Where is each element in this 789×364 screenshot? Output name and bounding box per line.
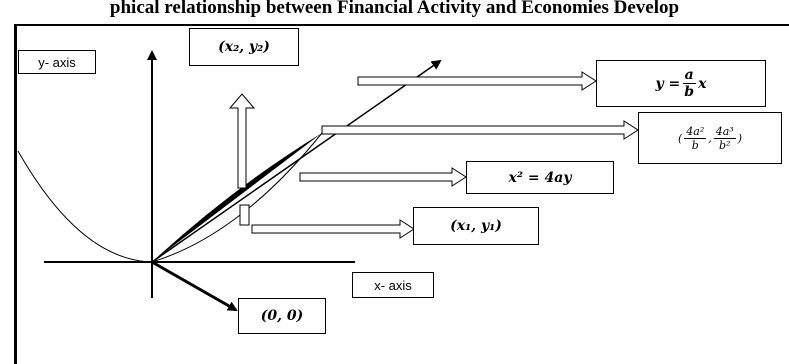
line-fraction: a b [682,68,696,99]
origin-label: (0, 0) [238,298,326,334]
y-axis-label: y- axis [18,50,96,74]
parabola-equation-label: x² = 4ay [466,161,614,194]
intersection-y-den: b² [719,138,731,152]
x-axis-text: x- axis [374,277,412,293]
origin-arrow [151,260,238,312]
intersection-close: ) [737,131,743,145]
line-fraction-den: b [684,84,695,100]
hollow-arrow-intersection [321,120,639,140]
point2-text: (x₂, y₂) [218,39,270,55]
intersection-x-num: 4a² [684,124,707,139]
intersection-open: ( [677,131,683,145]
hollow-arrow-line-eq [357,71,597,91]
diagram-canvas [17,50,639,312]
hollow-arrow-point1 [251,219,415,239]
point1-label: (x₁, y₁) [413,207,539,245]
shaded-region [152,133,322,262]
intersection-label: ( 4a² b , 4a³ b² ) [638,112,782,164]
figure-title: phical relationship between Financial Ac… [109,0,680,18]
y-axis-text: y- axis [38,54,76,70]
point2-label: (x₂, y₂) [189,28,299,66]
intersection-y-num: 4a³ [713,124,736,139]
x-axis-label: x- axis [352,272,434,298]
parabola-curve [17,132,323,263]
hollow-arrow-parabola-eq [299,167,467,187]
parabola-equation-text: x² = 4ay [508,169,572,186]
intersection-x-den: b [691,138,699,152]
line-lhs: y = [655,75,681,92]
hollow-up-arrow [228,93,256,189]
intersection-y-fraction: 4a³ b² [713,124,736,152]
figure-frame [14,24,789,364]
point-marker [239,204,250,226]
line-fraction-num: a [682,67,696,84]
line-equation-label: y = a b x [596,60,766,107]
intersection-x-fraction: 4a² b [684,124,707,152]
linear-line [151,59,442,263]
line-rhs: x [698,75,707,92]
point1-text: (x₁, y₁) [450,218,502,234]
origin-text: (0, 0) [260,308,304,324]
intersection-sep: , [708,131,712,145]
